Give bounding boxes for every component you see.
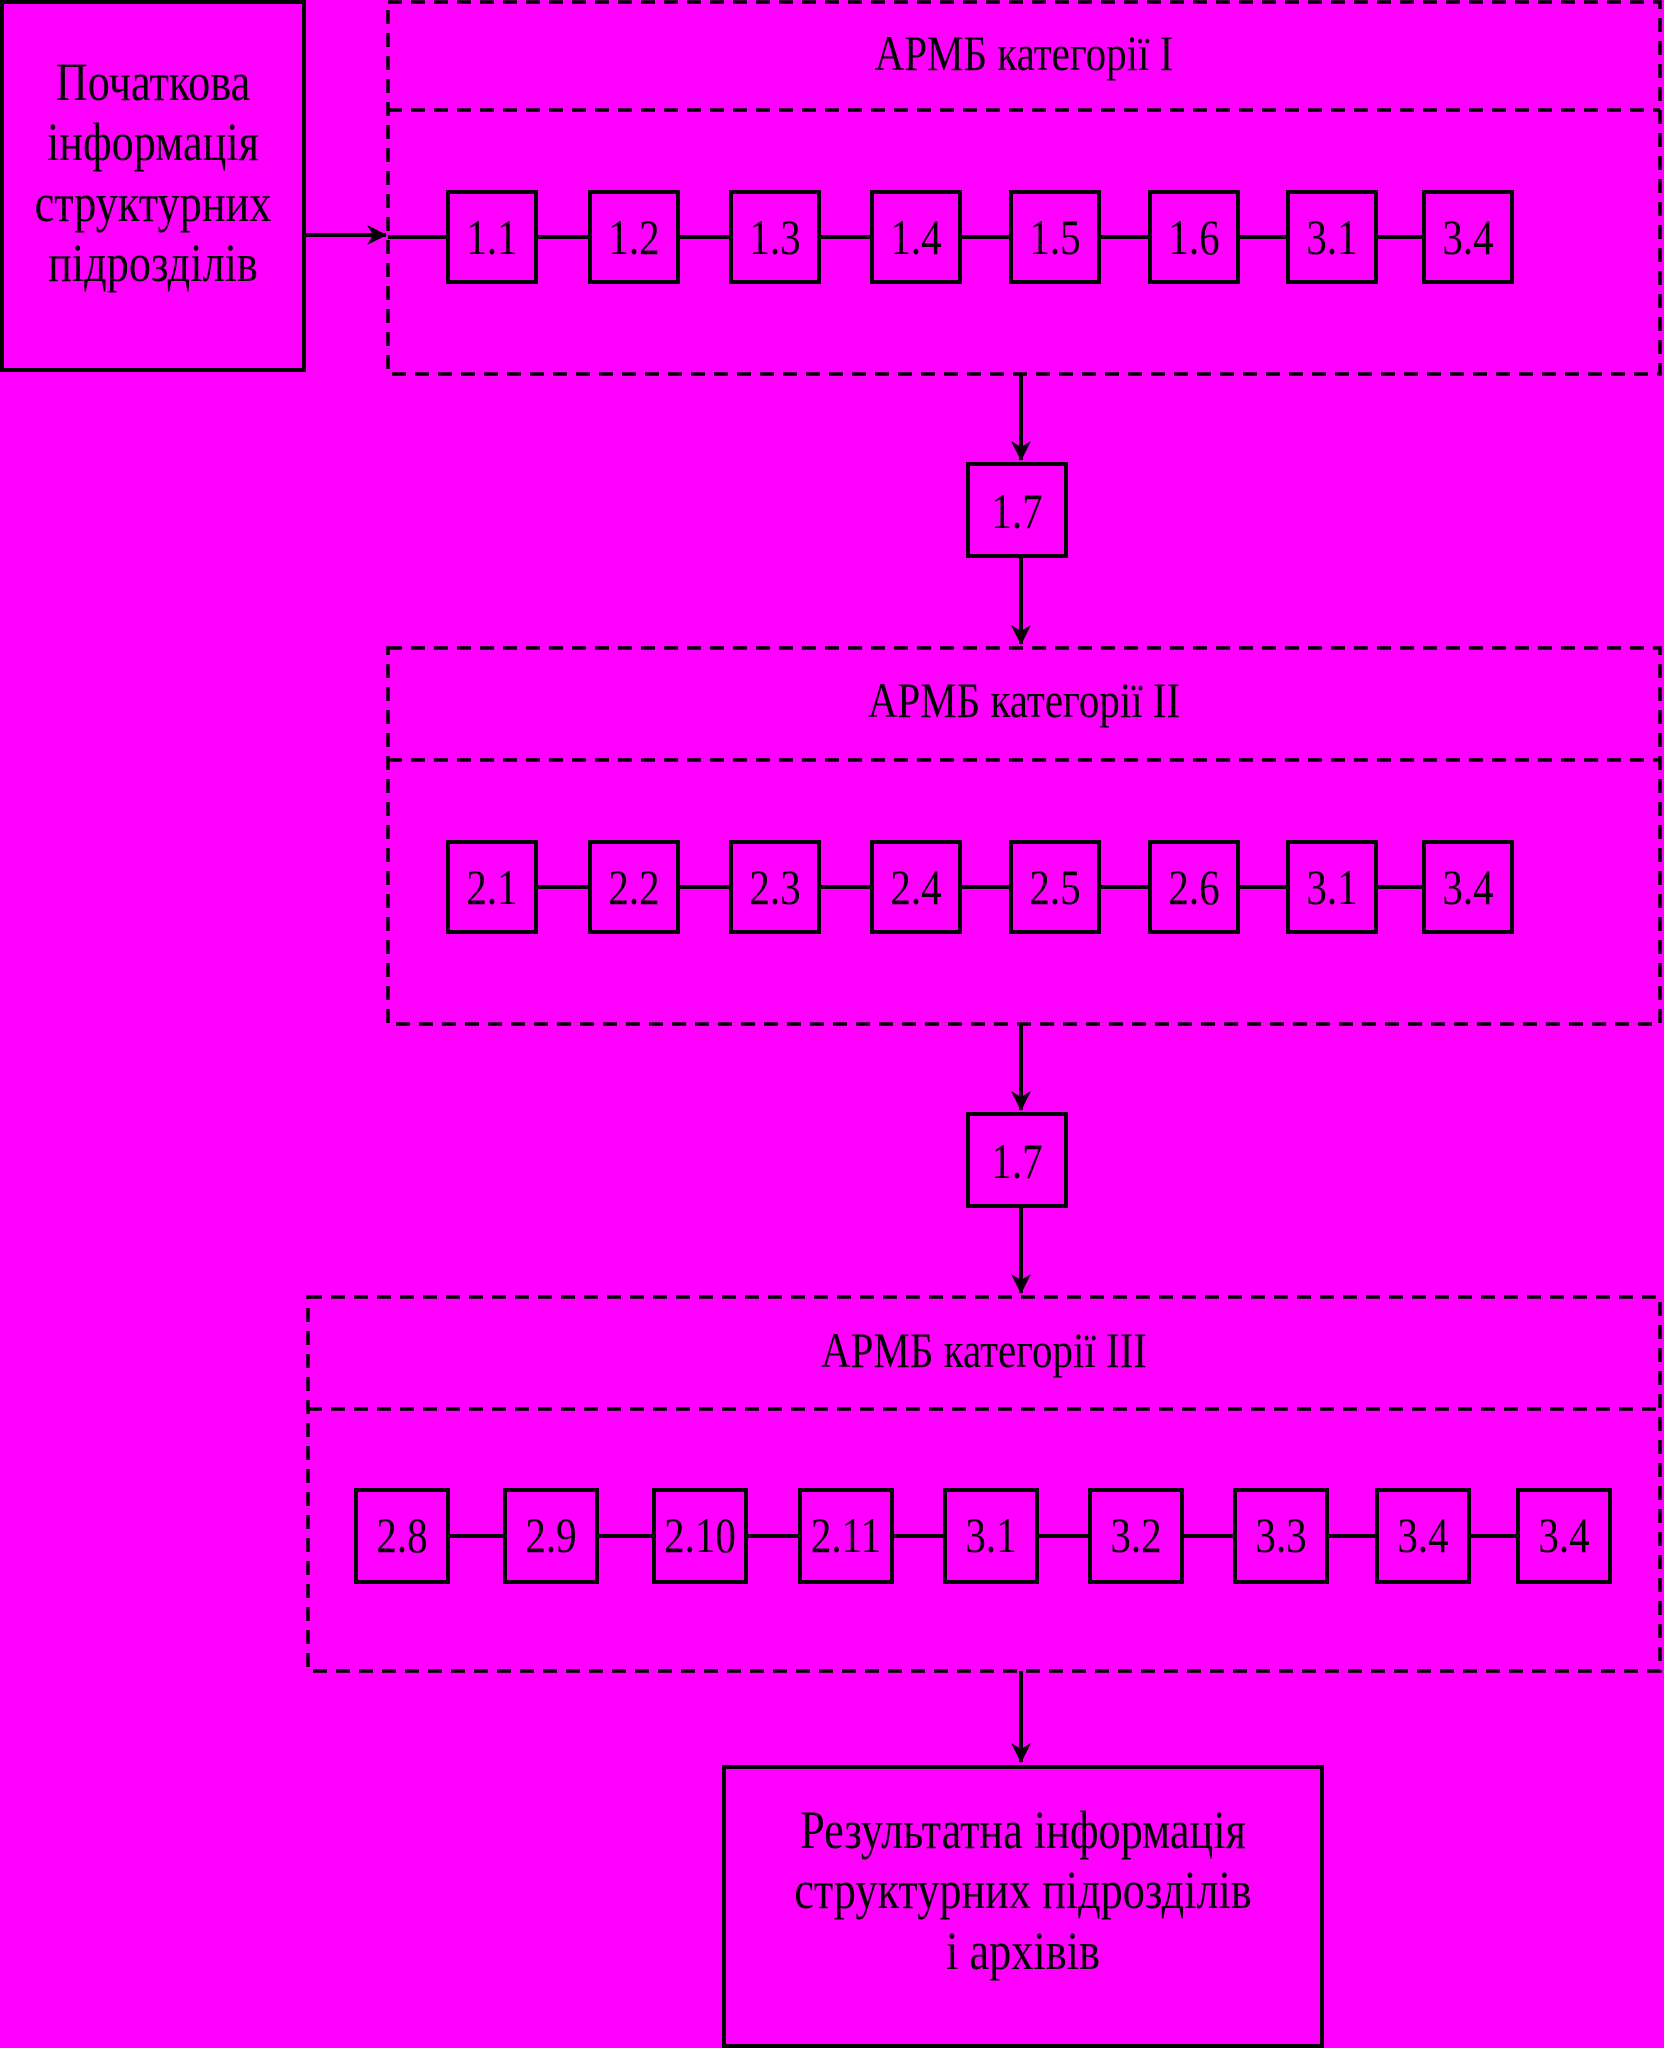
node-label: 1.6	[1168, 209, 1220, 265]
output-box-label: Результатна інформація структурних підро…	[778, 1800, 1268, 1981]
group-1	[386, 0, 1662, 376]
node-label: 2.8	[376, 1507, 428, 1563]
node-label: 2.10	[664, 1507, 736, 1563]
node-label: 3.2	[1110, 1507, 1162, 1563]
node-label: 3.1	[965, 1507, 1017, 1563]
output-line-3: і архівів	[946, 1920, 1100, 1981]
node-label: 3.1	[1306, 859, 1358, 915]
input-line-3: структурних	[34, 172, 272, 233]
node-label: 2.6	[1168, 859, 1220, 915]
connector-box-2	[966, 1112, 1068, 1208]
group-3	[306, 1295, 1662, 1673]
node-label: 3.4	[1397, 1507, 1449, 1563]
node-label: 2.11	[810, 1507, 882, 1563]
group-3-title: АРМБ категорії ІІІ	[820, 1322, 1148, 1378]
node-label: 1.3	[749, 209, 801, 265]
node-label: 3.3	[1255, 1507, 1307, 1563]
node-label: 1.4	[890, 209, 942, 265]
node-label: 3.1	[1306, 209, 1358, 265]
node-label: 2.4	[890, 859, 942, 915]
node-label: 2.9	[525, 1507, 577, 1563]
connector-2-label: 1.7	[991, 1133, 1043, 1189]
output-box	[722, 1765, 1324, 2048]
node-label: 1.1	[466, 209, 518, 265]
connector-1-label: 1.7	[991, 483, 1043, 539]
input-line-4: підрозділів	[48, 233, 258, 294]
node-label: 3.4	[1442, 859, 1494, 915]
group-1-title: АРМБ категорії І	[874, 25, 1174, 81]
node-label: 2.1	[466, 859, 518, 915]
node-label: 1.5	[1029, 209, 1081, 265]
node-label: 3.4	[1538, 1507, 1590, 1563]
node-label: 1.2	[608, 209, 660, 265]
input-box	[0, 0, 306, 372]
node-label: 3.4	[1442, 209, 1494, 265]
group-2	[386, 646, 1662, 1026]
node-label: 2.5	[1029, 859, 1081, 915]
node-label: 2.3	[749, 859, 801, 915]
connector-box-1	[966, 462, 1068, 558]
output-line-1: Результатна інформація	[800, 1800, 1246, 1860]
input-line-1: Початкова	[55, 52, 251, 112]
output-line-2: структурних підрозділів	[794, 1860, 1252, 1921]
node-label: 2.2	[608, 859, 660, 915]
group-2-title: АРМБ категорії ІІ	[867, 672, 1181, 728]
input-line-2: інформація	[46, 112, 260, 173]
input-box-label: Початкова інформація структурних підрозд…	[29, 52, 277, 294]
